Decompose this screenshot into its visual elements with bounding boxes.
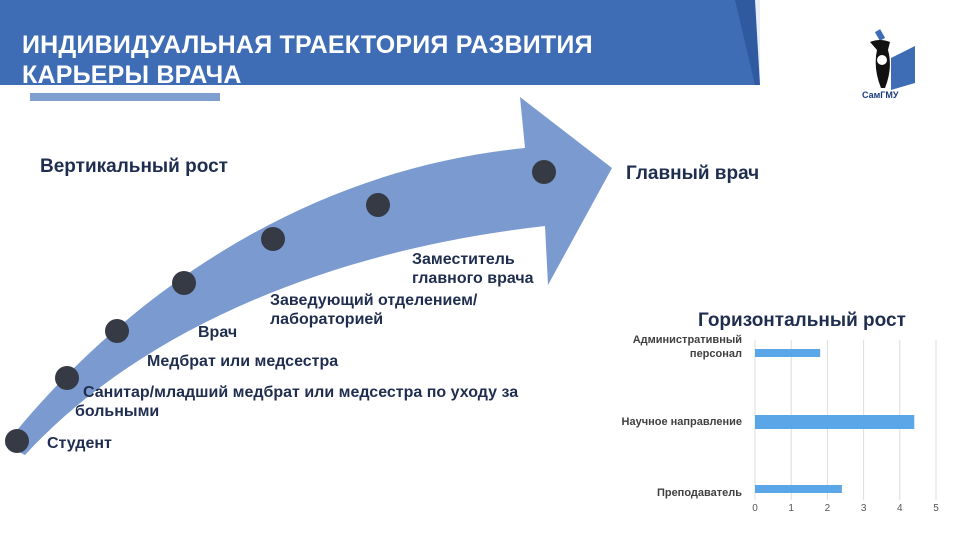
category-label: Административный персонал bbox=[632, 334, 742, 360]
x-tick-label: 2 bbox=[824, 503, 831, 514]
step-label: Заместитель главного врача bbox=[412, 251, 534, 287]
step-label: Санитар/младший медбрат или медсестра по… bbox=[75, 384, 519, 420]
x-tick-label: 0 bbox=[752, 503, 758, 514]
step-label: Заведующий отделением/ лабораторией bbox=[270, 292, 478, 328]
step-dot bbox=[55, 366, 79, 390]
step-label: Медбрат или медсестра bbox=[147, 353, 339, 370]
category-label: Преподаватель bbox=[656, 487, 742, 499]
samgmu-logo-icon bbox=[870, 29, 915, 90]
title-underline bbox=[30, 93, 220, 101]
step-dot bbox=[261, 227, 285, 251]
goal-label: Главный врач bbox=[626, 163, 760, 184]
x-tick-label: 4 bbox=[897, 503, 903, 514]
step-dot bbox=[172, 271, 196, 295]
bar bbox=[755, 485, 842, 493]
x-tick-label: 1 bbox=[788, 503, 794, 514]
step-dot bbox=[5, 429, 29, 453]
step-dot bbox=[366, 193, 390, 217]
x-tick-label: 5 bbox=[933, 503, 939, 514]
logo-text: СамГМУ bbox=[862, 90, 899, 100]
bar bbox=[755, 349, 821, 357]
bar bbox=[755, 415, 915, 429]
step-label: Студент bbox=[47, 435, 112, 452]
step-dot bbox=[105, 319, 129, 343]
career-arrow bbox=[5, 97, 612, 455]
vertical-growth-heading: Вертикальный рост bbox=[40, 156, 228, 177]
step-label: Врач bbox=[198, 324, 238, 341]
chart-title: Горизонтальный рост bbox=[698, 310, 906, 331]
step-dot bbox=[532, 160, 556, 184]
category-label: Научное направление bbox=[621, 416, 742, 428]
x-tick-label: 3 bbox=[860, 503, 867, 514]
header-banner bbox=[0, 0, 760, 85]
